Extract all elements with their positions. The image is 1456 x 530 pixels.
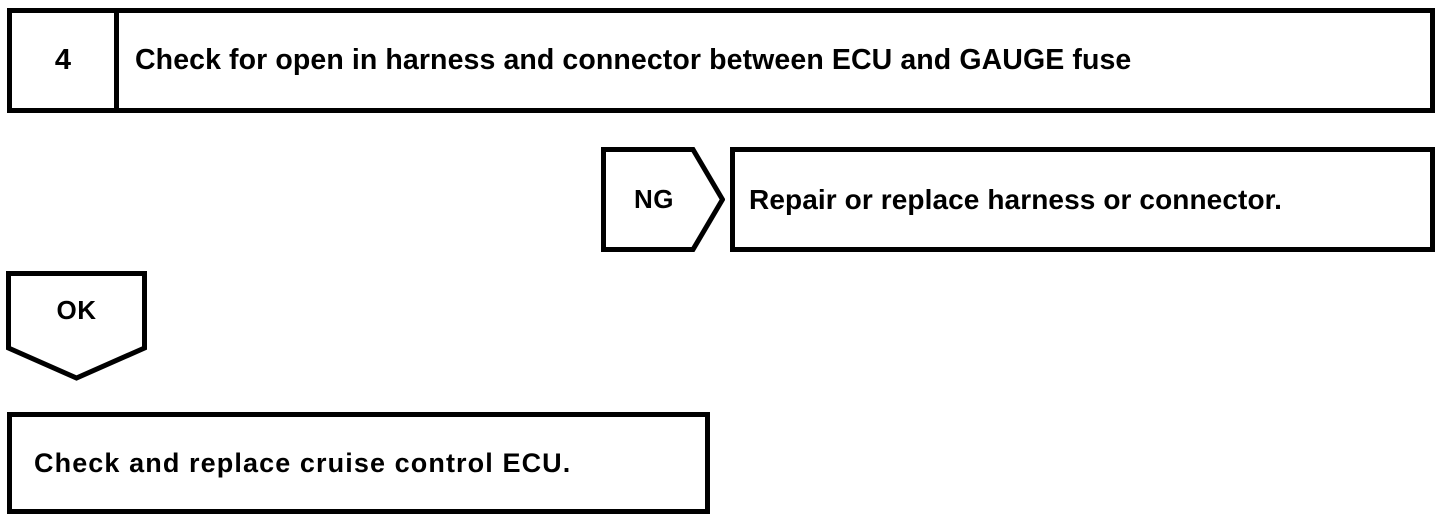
ok-result-text: Check and replace cruise control ECU. bbox=[34, 447, 572, 478]
ok-branch-tag bbox=[6, 271, 147, 381]
step-header-box: 4 Check for open in harness and connecto… bbox=[7, 8, 1435, 113]
step-number-cell: 4 bbox=[12, 13, 119, 108]
ng-pentagon-icon bbox=[601, 147, 725, 252]
step-number: 4 bbox=[54, 44, 72, 76]
ng-result-box: Repair or replace harness or connector. bbox=[730, 147, 1435, 252]
ng-result-text: Repair or replace harness or connector. bbox=[749, 183, 1282, 215]
ok-pentagon-icon bbox=[6, 271, 147, 381]
step-title-cell: Check for open in harness and connector … bbox=[119, 13, 1430, 108]
step-title: Check for open in harness and connector … bbox=[135, 44, 1132, 76]
ng-branch-tag bbox=[601, 147, 725, 252]
ok-result-box: Check and replace cruise control ECU. bbox=[7, 412, 710, 514]
